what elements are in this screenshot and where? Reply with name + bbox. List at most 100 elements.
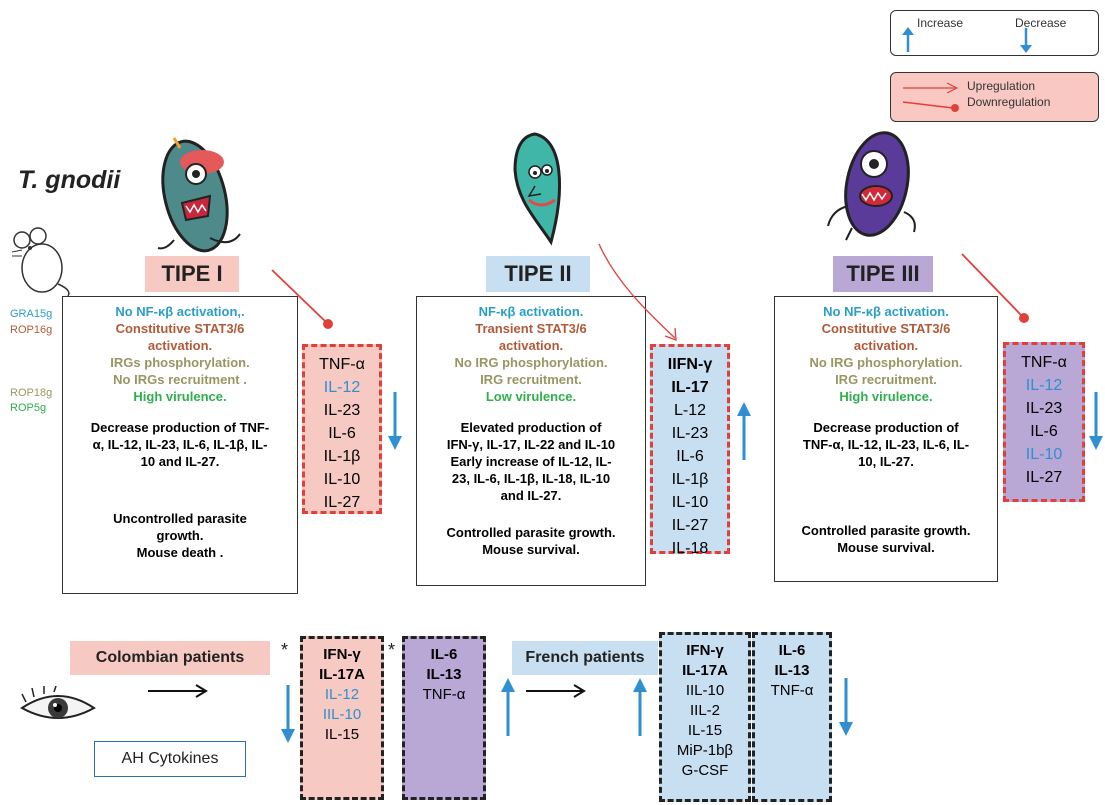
french-cytokine-box-2: IL-6 IL-13 TNF-α: [752, 632, 832, 802]
cytokine: IL-23: [1025, 400, 1063, 417]
cytokine: IL-27: [671, 517, 709, 534]
cytokine: IL-27: [1025, 469, 1063, 486]
gene-label-rop16: ROP16g: [10, 324, 53, 336]
cytokine: G-CSF: [681, 762, 729, 779]
type-iii-production: TNF-α, IL-12, IL-23, IL-6, IL-: [802, 437, 970, 452]
cytokine: IL-1β: [671, 471, 709, 488]
type-ii-production: and IL-27.: [500, 488, 562, 503]
cytokine: IL-6: [430, 646, 458, 663]
cytokine: IL-27: [323, 494, 361, 511]
cytokine: IL-17: [671, 379, 709, 396]
type-ii-increase-arrow-icon: [737, 402, 751, 460]
type-iii-label: TIPE III: [833, 256, 933, 292]
parasite-type-iii-illustration: [827, 131, 916, 241]
colombian-increase-arrow-icon: [501, 678, 515, 736]
gene-label-rop18: ROP18g: [10, 387, 53, 399]
type-i-line: High virulence.: [133, 389, 227, 404]
cytokine: IFN-γ: [323, 646, 361, 663]
cytokine: IL-17A: [682, 662, 728, 679]
cytokine: TNF-α: [422, 686, 466, 703]
type-i-line: Constitutive STAT3/6: [115, 321, 245, 336]
cytokine: IL-1β: [323, 448, 361, 465]
colombian-decrease-arrow-icon: [281, 685, 295, 743]
cytokine: IL-15: [324, 726, 360, 743]
type-ii-production: 23, IL-6, IL-1β, IL-18, IL-10: [451, 471, 611, 486]
type-i-outcome: Uncontrolled parasite: [113, 511, 247, 526]
cytokine: IL-12: [1025, 377, 1063, 394]
type-iii-line: Constitutive STAT3/6: [821, 321, 951, 336]
eye-icon: [20, 686, 96, 719]
type-iii-description: No NF-κβ activation. Constitutive STAT3/…: [774, 296, 998, 582]
type-ii-line: activation.: [498, 338, 564, 353]
cytokine: IL-15: [687, 722, 723, 739]
colombian-cytokine-box-1: IFN-γ IL-17A IL-12 IIL-10 IL-15: [300, 636, 384, 800]
downregulation-arrow-icon: [902, 101, 959, 112]
type-ii-production: Early increase of IL-12, IL-: [450, 454, 612, 469]
upregulation-arrow-icon: [903, 82, 959, 94]
type-i-production: α, IL-12, IL-23, IL-6, IL-1β, IL-: [92, 437, 268, 452]
cytokine: TNF-α: [319, 356, 365, 373]
gene-label-gra15: GRA15g: [10, 308, 53, 320]
type-ii-production: IFN-γ, IL-17, IL-22 and IL-10: [446, 437, 616, 452]
parasite-type-i-illustration: [157, 137, 241, 253]
cytokine: IL-6: [676, 448, 704, 465]
legend-regulation: Upregulation Downregulation: [890, 72, 1099, 122]
type-i-line: No IRGs recruitment .: [113, 372, 247, 387]
type-i-outcome: growth.: [156, 528, 204, 543]
cytokine: TNF-α: [770, 682, 814, 699]
cytokine: IL-13: [774, 662, 810, 679]
french-increase-arrow-icon: [633, 678, 647, 736]
colombian-cytokine-box-2: IL-6 IL-13 TNF-α: [402, 636, 486, 800]
type-ii-cytokine-box: IIFN-γ IL-17 L-12 IL-23 IL-6 IL-1β IL-10…: [650, 344, 730, 557]
french-patients-label: French patients: [512, 641, 658, 675]
cytokine: IIL-2: [689, 702, 720, 719]
asterisk-1: *: [281, 640, 289, 660]
type-iii-production: Decrease production of: [813, 420, 959, 435]
colombian-patients-label: Colombian patients: [70, 641, 270, 675]
colombian-right-arrow-icon: [148, 684, 208, 698]
mouse-icon: [11, 227, 70, 297]
increase-arrow-icon: [902, 27, 914, 52]
cytokine: IL-10: [1025, 446, 1063, 463]
type-ii-line: Low virulence.: [485, 389, 577, 404]
cytokine: IFN-γ: [686, 642, 724, 659]
type-i-production: Decrease production of TNF-: [90, 420, 270, 435]
type-iii-decrease-arrow-icon: [1089, 392, 1103, 450]
type-iii-line: High virulence.: [839, 389, 933, 404]
type-iii-line: No NF-κβ activation.: [823, 304, 949, 319]
type-ii-outcome: Controlled parasite growth.: [446, 525, 616, 540]
type-i-outcome: Mouse death .: [136, 545, 224, 560]
type-iii-outcome: Controlled parasite growth.: [801, 523, 971, 538]
type-ii-line: NF-κβ activation.: [478, 304, 584, 319]
cytokine: IL-6: [778, 642, 806, 659]
type-iii-outcome: Mouse survival.: [837, 540, 935, 555]
cytokine: IL-12: [324, 686, 360, 703]
type-i-decrease-arrow-icon: [388, 392, 402, 450]
type-ii-outcome: Mouse survival.: [482, 542, 580, 557]
type-iii-line: No IRG phosphorylation.: [809, 355, 963, 370]
cytokine: IL-10: [323, 471, 361, 488]
legend-downregulation-label: Downregulation: [967, 95, 1051, 109]
type-ii-label: TIPE II: [486, 256, 590, 292]
cytokine: IL-6: [1030, 423, 1058, 440]
french-decrease-arrow-icon: [839, 678, 853, 736]
type-ii-line: Transient STAT3/6: [475, 321, 587, 336]
type-ii-description: NF-κβ activation. Transient STAT3/6 acti…: [416, 296, 646, 586]
type-i-label: TIPE I: [145, 256, 239, 292]
legend-increase-label: Increase: [917, 16, 964, 30]
cytokine: IL-17A: [319, 666, 365, 683]
legend-upregulation-label: Upregulation: [967, 79, 1036, 93]
type-i-description: No NF-κβ activation,. Constitutive STAT3…: [62, 296, 298, 594]
french-right-arrow-icon: [526, 684, 586, 698]
type-ii-upregulation-arrow-icon: [598, 243, 677, 341]
legend-arrows: Increase Decrease: [890, 10, 1099, 56]
type-iii-line: IRG recruitment.: [835, 372, 937, 387]
cytokine: IL-6: [328, 425, 356, 442]
asterisk-2: *: [388, 640, 396, 660]
type-ii-production: Elevated production of: [460, 420, 602, 435]
cytokine: IIFN-γ: [667, 356, 713, 373]
cytokine: IIL-10: [685, 682, 725, 699]
type-i-line: activation.: [147, 338, 213, 353]
cytokine: IL-23: [323, 402, 361, 419]
type-i-line: No NF-κβ activation,.: [115, 304, 245, 319]
